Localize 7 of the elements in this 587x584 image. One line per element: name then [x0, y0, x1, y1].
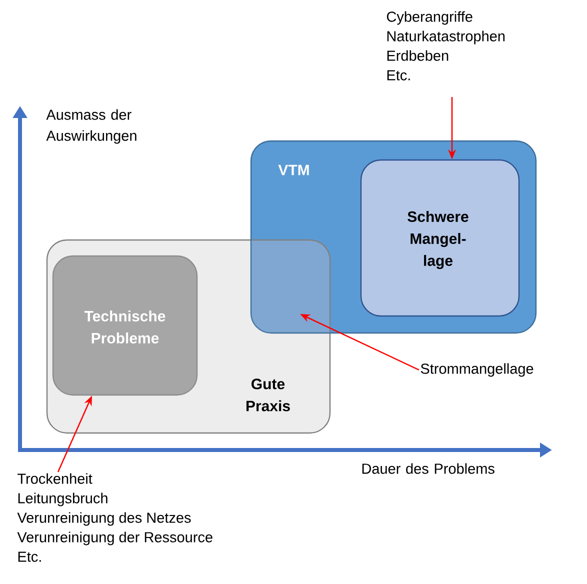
axis-label: Dauer des Problems — [362, 463, 494, 474]
axis-label: Ausmass der Auswirkungen — [46, 109, 136, 144]
text-list: Strommangellage — [420, 363, 534, 377]
area-box: Schwere Mangel- lage — [360, 159, 520, 317]
area-box: Technische Probleme — [52, 255, 198, 396]
text-list: Cyberangriffe Naturkatastrophen Erdbeben Etc. — [386, 11, 505, 80]
text-list: Trockenheit Leitungsbruch Verunreinigung des Netzes Verunreinigung der Ressource Etc. — [17, 473, 212, 562]
